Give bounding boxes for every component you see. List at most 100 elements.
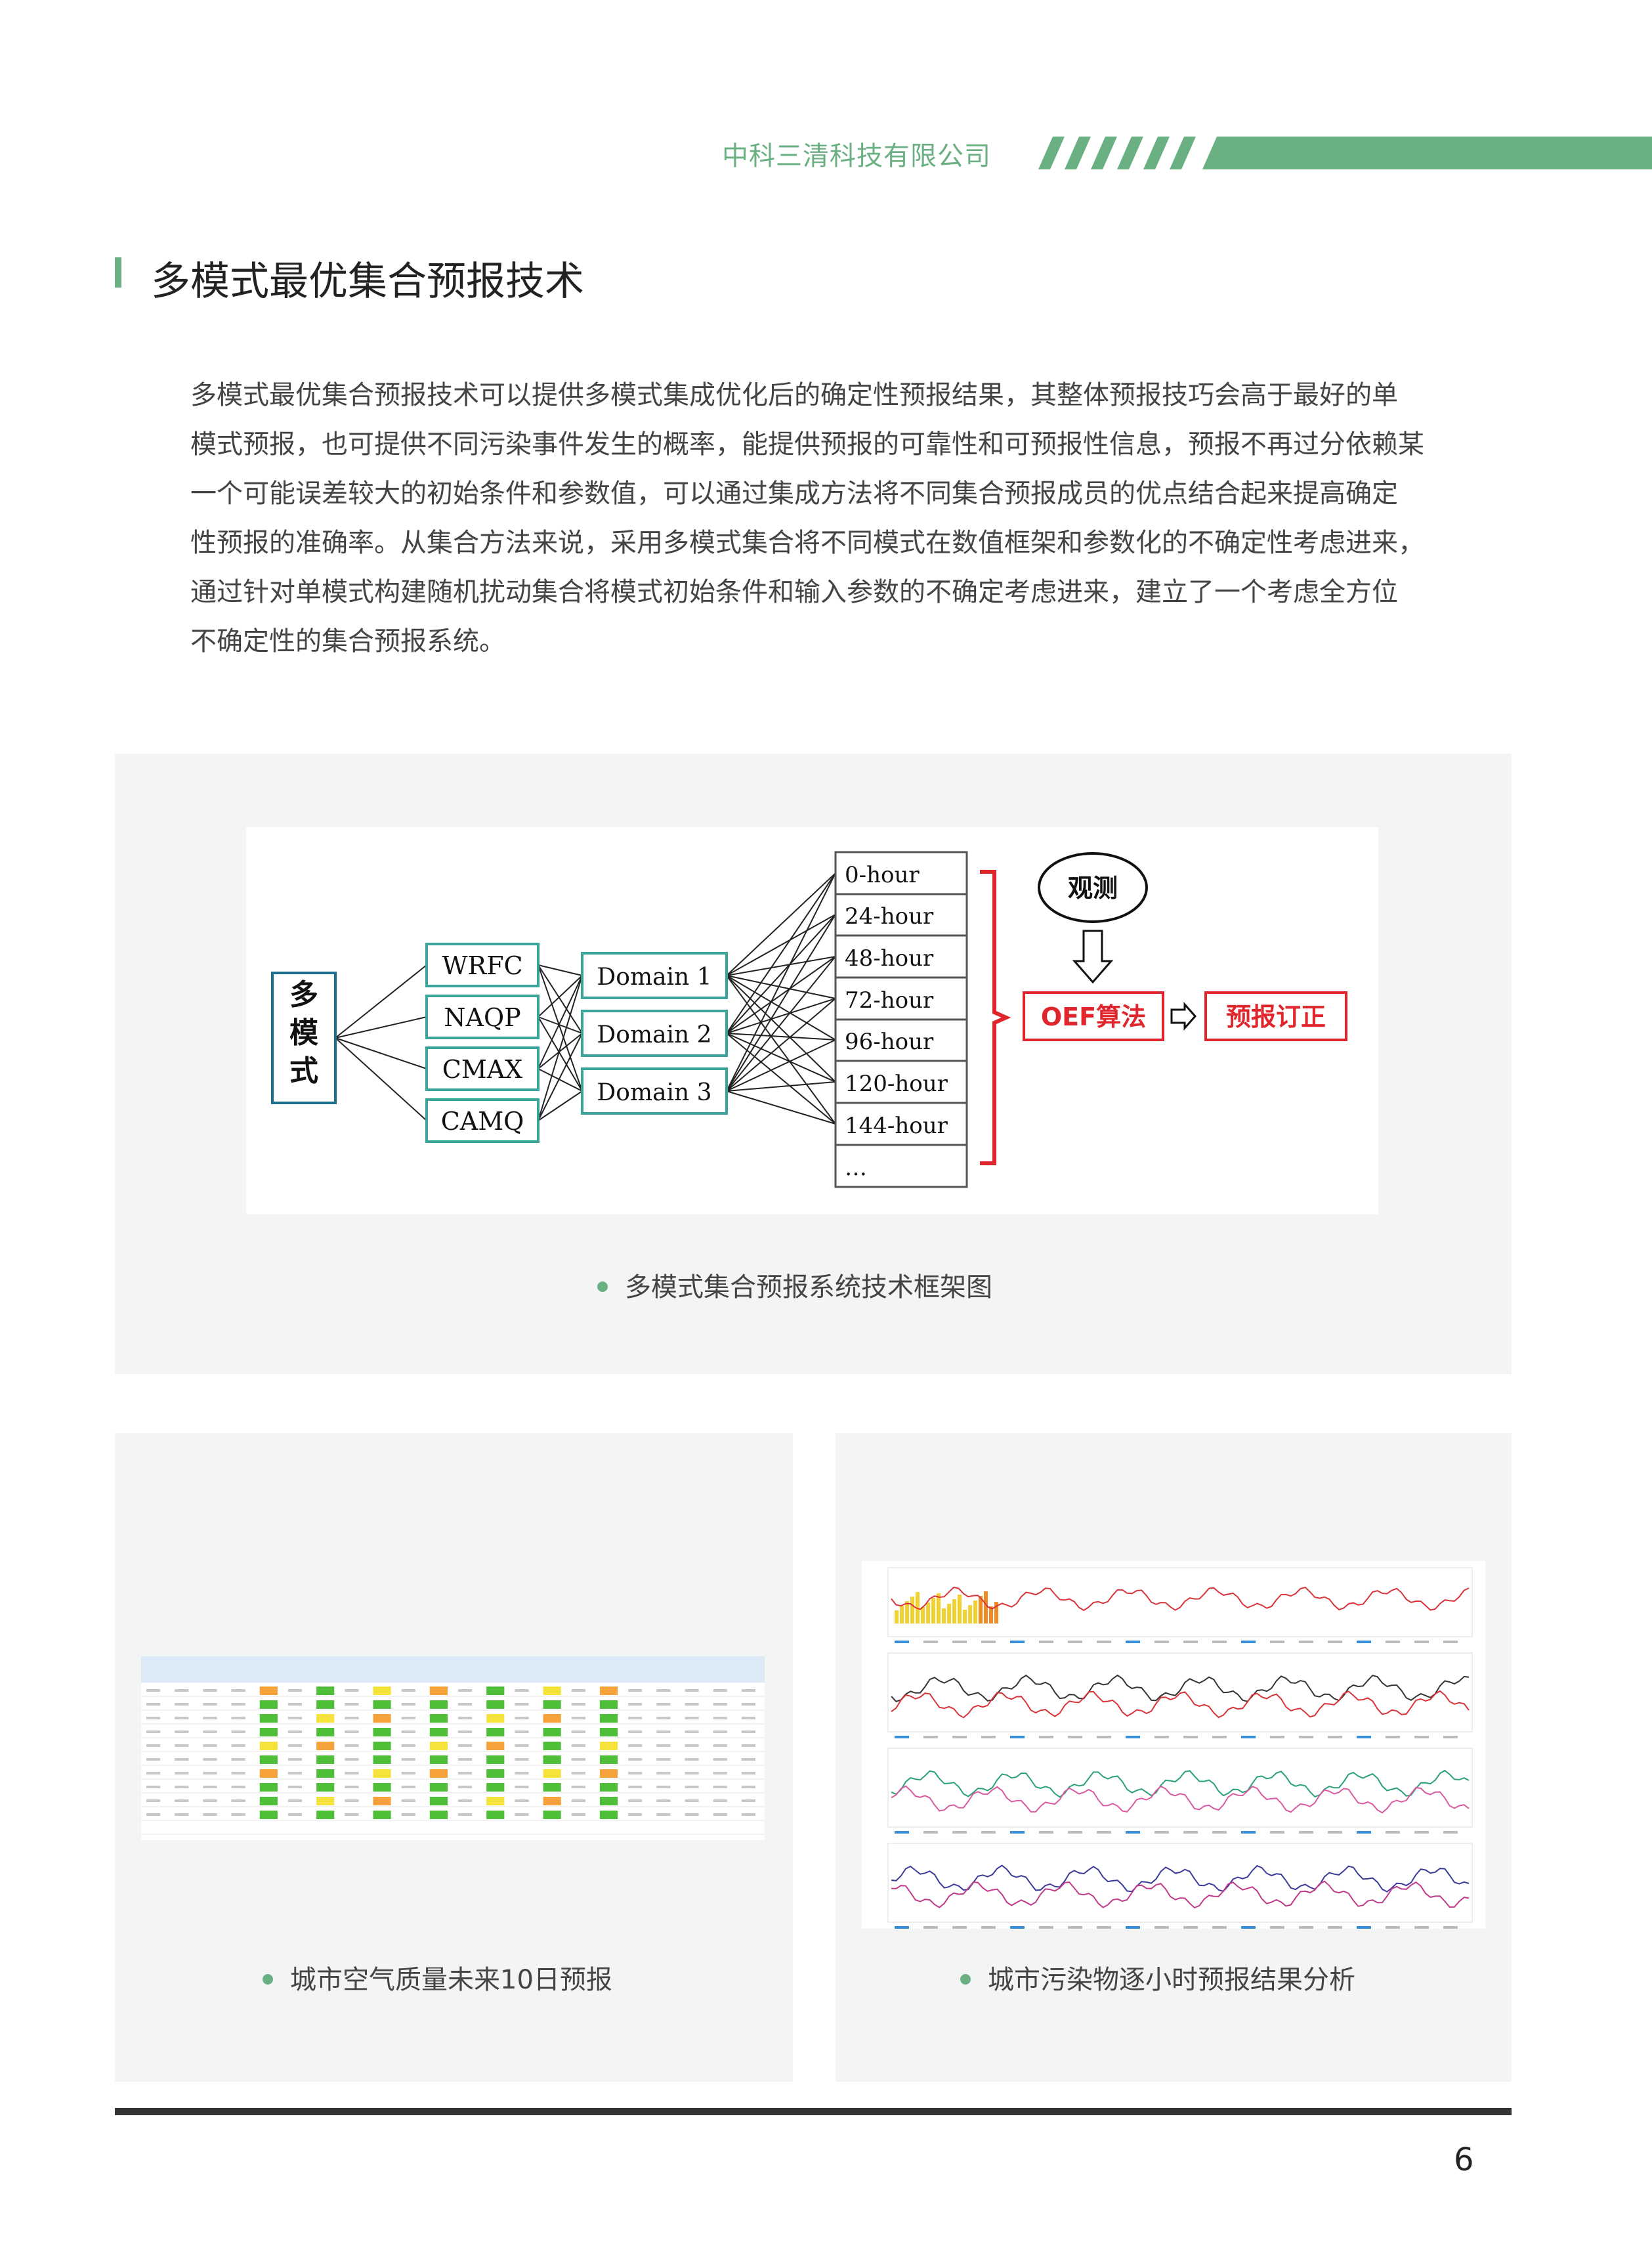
body-line: 通过针对单模式构建随机扰动集合将模式初始条件和输入参数的不确定考虑进来，建立了一…	[190, 577, 1398, 607]
table-cell-swatch	[486, 1797, 505, 1805]
table-cell-swatch	[373, 1811, 391, 1819]
mini-tick	[1212, 1831, 1227, 1834]
table-cell-text	[287, 1758, 303, 1761]
right-arrow-icon	[1170, 1002, 1197, 1031]
table-cell-swatch	[543, 1728, 561, 1736]
mini-chart-frame	[887, 1843, 1473, 1923]
table-cell-text	[345, 1758, 359, 1761]
connector-line	[538, 1016, 583, 1092]
table-cell-text	[458, 1717, 473, 1719]
mini-tick	[1386, 1736, 1400, 1738]
table-cell-swatch	[486, 1687, 505, 1695]
observation-label: 观测	[1068, 874, 1118, 903]
section-title: 多模式最优集合预报技术	[151, 259, 584, 305]
connector-line	[335, 1016, 427, 1039]
mini-series-line	[891, 1690, 1470, 1719]
connector-line	[726, 1081, 836, 1092]
page-number: 6	[1454, 2141, 1474, 2178]
connector-line	[538, 1033, 583, 1121]
table-cell-text	[458, 1772, 473, 1774]
table-cell-swatch	[316, 1755, 335, 1764]
connector-line	[726, 975, 836, 999]
table-cell-text	[231, 1772, 245, 1774]
table-cell-text	[628, 1813, 643, 1816]
table-cell-text	[628, 1799, 643, 1802]
connector-line	[335, 964, 427, 1039]
table-cell-text	[656, 1689, 671, 1692]
table-cell-text	[231, 1813, 245, 1816]
table-cell-text	[656, 1703, 671, 1706]
table-cell-text	[628, 1689, 643, 1692]
header-stripe-decoration	[1038, 137, 1652, 169]
table-cell-swatch	[486, 1755, 505, 1764]
bullet-dot-icon	[597, 1281, 608, 1292]
table-cell-text	[203, 1730, 217, 1733]
mini-tick	[1357, 1641, 1371, 1643]
table-cell-text	[401, 1689, 415, 1692]
table-cell-swatch	[259, 1783, 278, 1792]
table-cell-text	[401, 1744, 415, 1747]
table-cell-text	[175, 1717, 189, 1719]
table-cell-swatch	[373, 1783, 391, 1792]
mini-bar	[952, 1599, 956, 1623]
connector-line	[538, 1033, 583, 1069]
mini-tick	[1183, 1831, 1198, 1834]
source-box	[271, 972, 337, 1104]
table-cell-swatch	[543, 1714, 561, 1723]
table-cell-text	[741, 1689, 755, 1692]
connector-line	[726, 1090, 836, 1125]
table-cell-text	[146, 1772, 161, 1774]
domain-label: Domain 3	[597, 1079, 711, 1106]
hour-label: 96-hour	[845, 1029, 934, 1055]
table-cell-text	[571, 1758, 585, 1761]
table-cell-text	[628, 1703, 643, 1706]
table-cell-text	[656, 1730, 671, 1733]
table-cell-text	[458, 1786, 473, 1788]
mini-tick	[1154, 1926, 1169, 1929]
mini-tick	[1328, 1926, 1342, 1929]
table-cell-text	[515, 1717, 529, 1719]
mini-tick	[952, 1641, 967, 1643]
table-cell-swatch	[486, 1811, 505, 1819]
mini-tick	[1212, 1641, 1227, 1643]
model-box-wrfc	[425, 943, 540, 987]
mini-tick	[1097, 1831, 1111, 1834]
table-cell-swatch	[259, 1769, 278, 1778]
table-cell-text	[401, 1703, 415, 1706]
table-cell-swatch	[316, 1769, 335, 1778]
connector-line	[538, 975, 583, 1018]
table-cell-swatch	[543, 1742, 561, 1750]
table-cell-text	[203, 1689, 217, 1692]
connector-line	[726, 956, 836, 976]
table-cell-text	[175, 1786, 189, 1788]
table-cell-text	[203, 1772, 217, 1774]
table-grid	[141, 1687, 765, 1835]
mini-tick	[1212, 1926, 1227, 1929]
mini-tick	[1241, 1736, 1256, 1738]
mini-tick	[1414, 1736, 1429, 1738]
mini-bar	[994, 1602, 998, 1623]
table-cell-text	[741, 1772, 755, 1774]
table-cell-text	[345, 1799, 359, 1802]
connector-line	[335, 1037, 427, 1069]
red-bracket	[980, 870, 1011, 1165]
forecast-correction-box	[1204, 991, 1347, 1041]
table-cell-swatch	[543, 1700, 561, 1709]
domain-label: Domain 1	[597, 964, 711, 991]
table-cell-text	[345, 1717, 359, 1719]
table-cell-text	[175, 1730, 189, 1733]
table-cell-text	[231, 1799, 245, 1802]
table-cell-swatch	[259, 1797, 278, 1805]
table-cell-swatch	[543, 1797, 561, 1805]
table-cell-text	[741, 1744, 755, 1747]
mini-tick	[1386, 1641, 1400, 1643]
mini-tick	[1183, 1736, 1198, 1738]
ten-day-forecast-table-image	[141, 1656, 765, 1840]
mini-series-line	[891, 1674, 1470, 1702]
connector-line	[726, 914, 836, 976]
table-cell-text	[713, 1799, 727, 1802]
mini-tick	[1270, 1926, 1284, 1929]
mini-tick	[981, 1831, 996, 1834]
hourly-forecast-panel: 城市污染物逐小时预报结果分析	[836, 1433, 1512, 2082]
table-cell-text	[175, 1799, 189, 1802]
